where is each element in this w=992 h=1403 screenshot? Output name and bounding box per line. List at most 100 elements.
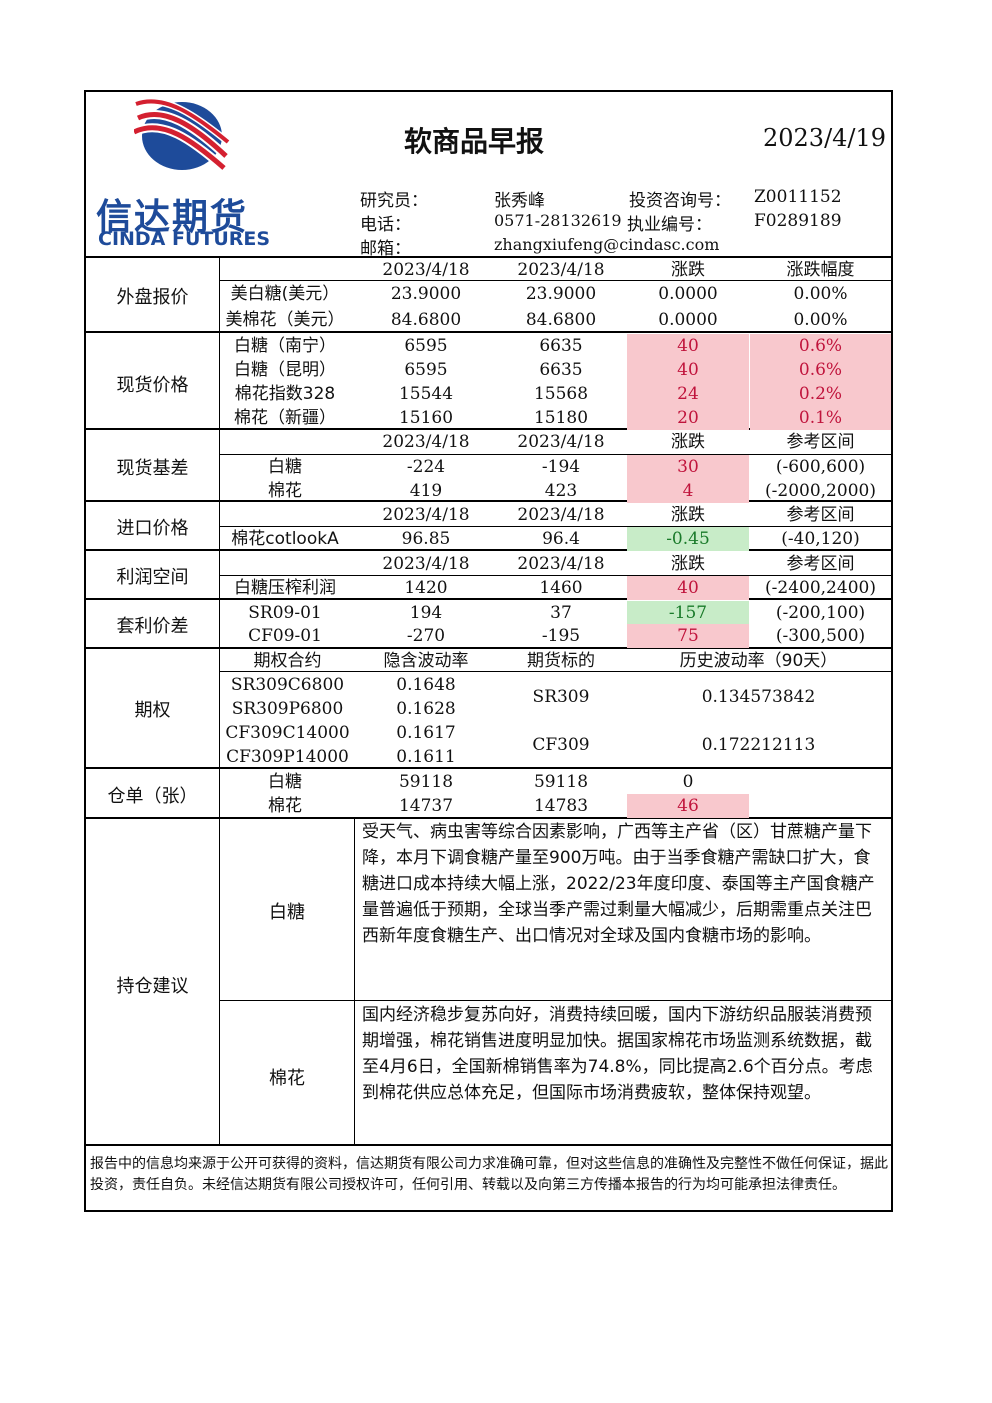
page-title: 软商品早报 bbox=[404, 125, 545, 158]
qiquan-hv: 0.172212113 bbox=[701, 735, 816, 755]
jicha-cell: -194 bbox=[541, 457, 581, 477]
jicha-cell: 419 bbox=[409, 481, 443, 501]
section-cangdan-label: 仓单（张） bbox=[107, 786, 198, 807]
xianhuo-row-name: 棉花（新疆） bbox=[234, 408, 336, 428]
jicha-range: (-2000,2000) bbox=[765, 481, 876, 501]
waipan-cell: 23.9000 bbox=[525, 284, 597, 304]
logo-en: CINDA FUTURES bbox=[98, 228, 271, 250]
qiquan-contract: SR309P6800 bbox=[231, 699, 344, 719]
cangdan-change-up: 46 bbox=[627, 794, 749, 818]
jicha-head-change: 涨跌 bbox=[671, 432, 705, 452]
section-waipan-label: 外盘报价 bbox=[116, 287, 189, 308]
advice-sugar-text: 受天气、病虫害等综合因素影响，广西等主产省（区）甘蔗糖产量下降，本月下调食糖产量… bbox=[362, 822, 875, 946]
advisory-label: 投资咨询号： bbox=[629, 191, 731, 211]
disclaimer: 报告中的信息均来源于公开可获得的资料，信达期货有限公司力求准确可靠，但对这些信息… bbox=[90, 1156, 888, 1193]
waipan-head-change: 涨跌 bbox=[671, 260, 705, 280]
qiquan-head-contract: 期权合约 bbox=[253, 651, 322, 671]
jicha-range: (-600,600) bbox=[775, 457, 866, 477]
section-jicha-label: 现货基差 bbox=[116, 458, 189, 479]
jinkou-cell: 96.85 bbox=[401, 529, 451, 549]
xianhuo-cell: 15544 bbox=[398, 384, 454, 404]
xianhuo-cell: 6595 bbox=[404, 336, 448, 356]
xianhuo-cell: 6595 bbox=[404, 360, 448, 380]
xianhuo-row-name: 棉花指数328 bbox=[234, 384, 336, 404]
xianhuo-pct-up: 0.2% bbox=[750, 382, 891, 406]
cangdan-row-name: 白糖 bbox=[268, 772, 302, 792]
qiquan-contract: CF309P14000 bbox=[226, 747, 349, 767]
license-label: 执业编号： bbox=[627, 215, 712, 235]
qiquan-iv: 0.1617 bbox=[396, 723, 456, 743]
researcher-label: 研究员： bbox=[360, 191, 428, 211]
xianhuo-change-up: 24 bbox=[627, 382, 749, 406]
waipan-cell: 23.9000 bbox=[390, 284, 462, 304]
xianhuo-change-up: 40 bbox=[627, 334, 749, 358]
waipan-cell: 84.6800 bbox=[390, 310, 462, 330]
section-xianhuo-label: 现货价格 bbox=[116, 375, 189, 396]
jinkou-head-range: 参考区间 bbox=[786, 505, 855, 525]
xianhuo-pct-up: 0.6% bbox=[750, 358, 891, 382]
jicha-change-up: 30 bbox=[627, 455, 749, 479]
phone-label: 电话： bbox=[360, 215, 411, 235]
cangdan-row-name: 棉花 bbox=[268, 796, 302, 816]
xianhuo-cell: 6635 bbox=[539, 336, 583, 356]
taoli-cell: -270 bbox=[406, 626, 446, 646]
researcher-name: 张秀峰 bbox=[494, 191, 545, 211]
qiquan-iv: 0.1628 bbox=[396, 699, 456, 719]
lirun-head-change: 涨跌 bbox=[671, 554, 705, 574]
email-address: zhangxiufeng@cindasc.com bbox=[494, 235, 720, 254]
jinkou-change-down: -0.45 bbox=[627, 527, 749, 551]
xianhuo-pct-up: 0.6% bbox=[750, 334, 891, 358]
xianhuo-row-name: 白糖（昆明） bbox=[234, 360, 336, 380]
waipan-row-name: 美白糖(美元） bbox=[230, 284, 340, 304]
cangdan-cell: 59118 bbox=[398, 772, 454, 792]
taoli-change-down: -157 bbox=[627, 601, 749, 625]
qiquan-head-hv: 历史波动率（90天） bbox=[679, 651, 838, 671]
qiquan-iv: 0.1611 bbox=[396, 747, 456, 767]
lirun-cell: 1420 bbox=[404, 578, 448, 598]
email-label: 邮箱： bbox=[360, 239, 411, 259]
logo-cn: 信达期货 bbox=[96, 197, 249, 238]
cinda-logo-icon bbox=[134, 97, 230, 172]
jinkou-row-name: 棉花cotlookA bbox=[231, 529, 339, 549]
xianhuo-cell: 6635 bbox=[539, 360, 583, 380]
qiquan-contract: SR309C6800 bbox=[230, 675, 345, 695]
report-date: 2023/4/19 bbox=[763, 124, 887, 152]
qiquan-hv: 0.134573842 bbox=[701, 687, 816, 707]
jicha-head-date2: 2023/4/18 bbox=[517, 432, 605, 452]
qiquan-contract: CF309C14000 bbox=[225, 723, 350, 743]
xianhuo-change-up: 20 bbox=[627, 406, 749, 430]
cangdan-cell: 59118 bbox=[533, 772, 589, 792]
jicha-head-range: 参考区间 bbox=[786, 432, 855, 452]
lirun-row-name: 白糖压榨利润 bbox=[234, 578, 336, 598]
jicha-row-name: 棉花 bbox=[268, 481, 302, 501]
advice-cotton-text: 国内经济稳步复苏向好，消费持续回暖，国内下游纺织品服装消费预期增强，棉花销售进度… bbox=[362, 1005, 873, 1103]
qiquan-head-iv: 隐含波动率 bbox=[383, 651, 469, 671]
cangdan-cell: 14737 bbox=[398, 796, 454, 816]
waipan-cell: 84.6800 bbox=[525, 310, 597, 330]
jicha-head-date1: 2023/4/18 bbox=[382, 432, 470, 452]
waipan-cell: 0.00% bbox=[793, 284, 848, 304]
jicha-cell: -224 bbox=[406, 457, 446, 477]
waipan-head-date2: 2023/4/18 bbox=[517, 260, 605, 280]
section-lirun-label: 利润空间 bbox=[116, 567, 189, 588]
advisory-number: Z0011152 bbox=[754, 187, 842, 207]
qiquan-head-underlying: 期货标的 bbox=[527, 651, 595, 671]
section-jinkou-label: 进口价格 bbox=[116, 518, 189, 539]
waipan-head-pct: 涨跌幅度 bbox=[786, 260, 855, 280]
xianhuo-cell: 15568 bbox=[533, 384, 589, 404]
section-advice-label: 持仓建议 bbox=[116, 976, 189, 997]
jinkou-head-date1: 2023/4/18 bbox=[382, 505, 470, 525]
lirun-change-up: 40 bbox=[627, 576, 749, 600]
lirun-range: (-2400,2400) bbox=[765, 578, 876, 598]
phone-number: 0571-28132619 bbox=[494, 211, 622, 230]
advice-sugar-label: 白糖 bbox=[269, 902, 305, 923]
section-taoli-label: 套利价差 bbox=[116, 616, 189, 637]
taoli-row-name: SR09-01 bbox=[248, 603, 322, 623]
jinkou-head-change: 涨跌 bbox=[671, 505, 705, 525]
jinkou-head-date2: 2023/4/18 bbox=[517, 505, 605, 525]
cangdan-cell: 14783 bbox=[533, 796, 589, 816]
lirun-head-range: 参考区间 bbox=[786, 554, 855, 574]
xianhuo-change-up: 40 bbox=[627, 358, 749, 382]
waipan-row-name: 美棉花（美元） bbox=[225, 310, 345, 330]
taoli-cell: -195 bbox=[541, 626, 581, 646]
